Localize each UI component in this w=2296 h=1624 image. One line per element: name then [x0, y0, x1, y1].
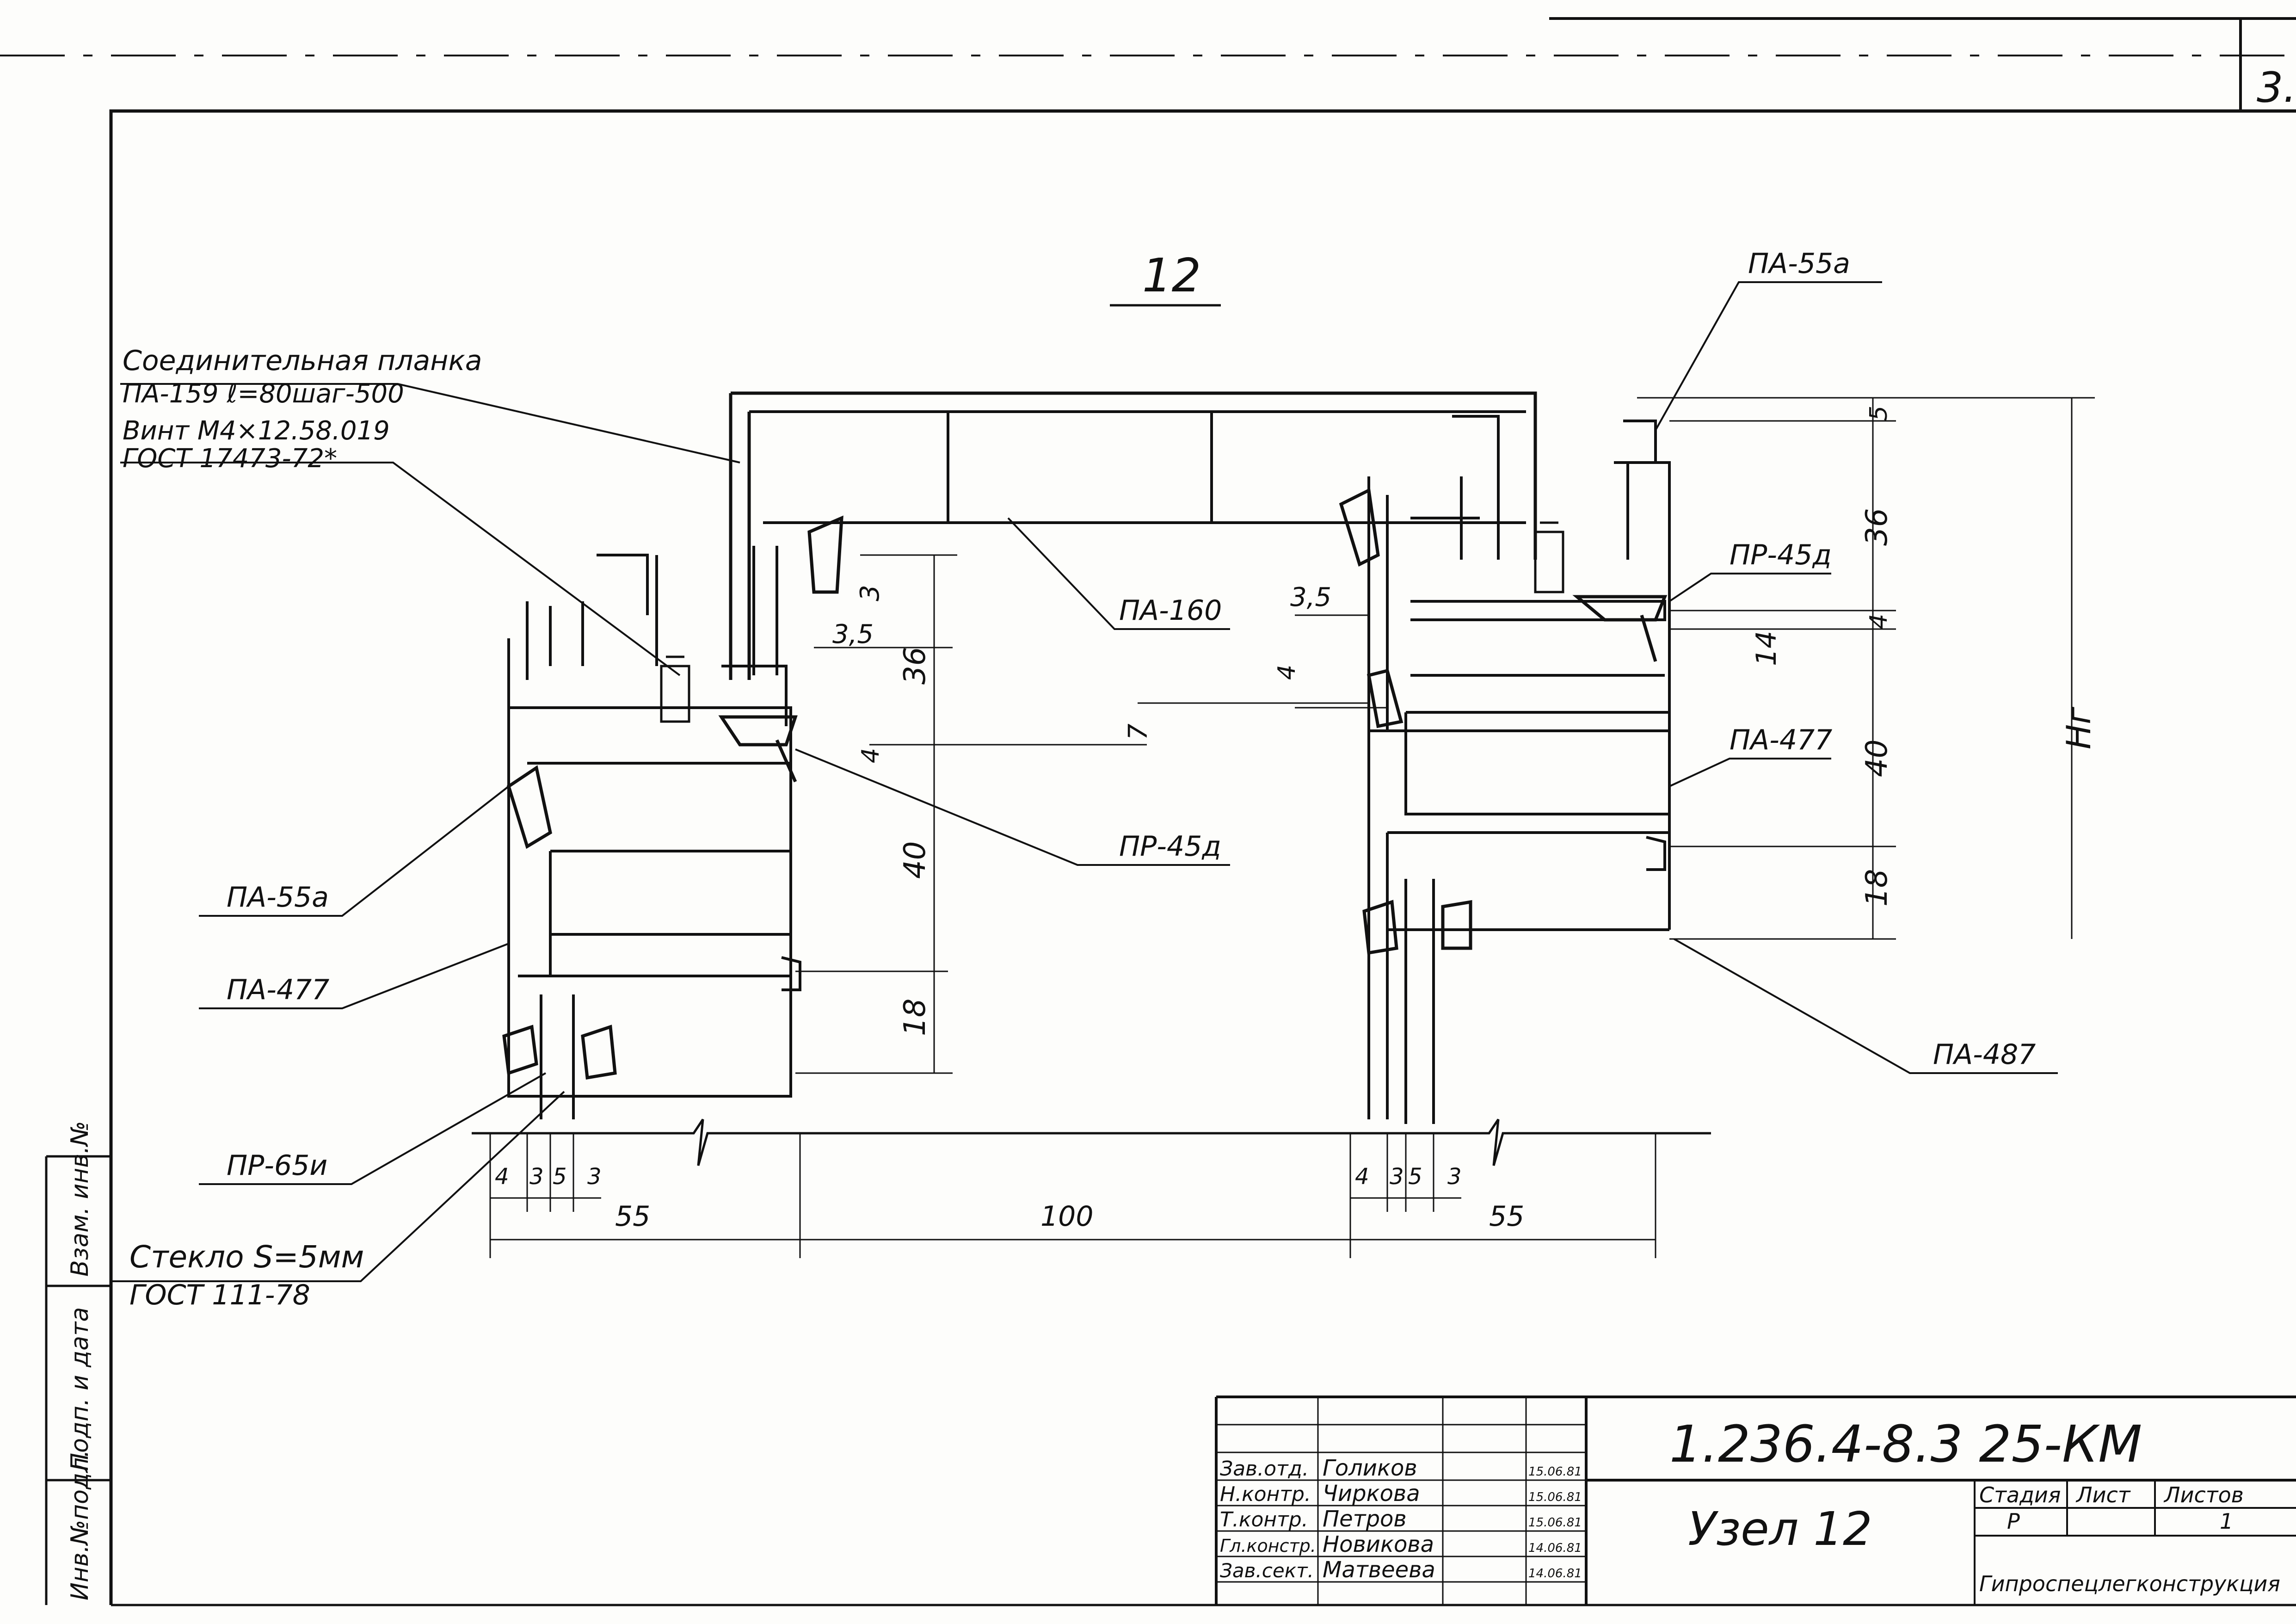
drawing-name: Узел 12: [1688, 1502, 1872, 1556]
leader-lines: [111, 281, 2058, 1282]
row-date-1: 15.06.81: [1528, 1465, 1582, 1479]
label-pa55a-right: ПА-55а: [1748, 247, 1850, 280]
sheet-corner-label: 3.: [2257, 63, 2296, 112]
dim-55-left: 55: [615, 1200, 650, 1233]
sheets-header: Листов: [2163, 1482, 2244, 1507]
row-name-1: Голиков: [1323, 1455, 1417, 1481]
row-role-5: Зав.сект.: [1220, 1559, 1314, 1582]
break-line: [472, 1118, 1711, 1166]
row-name-2: Чиркова: [1323, 1481, 1420, 1507]
dim-18-left: 18: [898, 999, 932, 1036]
label-plate-2: ПА-159 ℓ=80шаг-500: [123, 379, 404, 409]
row-date-4: 14.06.81: [1528, 1541, 1582, 1555]
dim-7: 7: [1123, 723, 1153, 740]
row-name-4: Новикова: [1323, 1531, 1434, 1557]
profile-left: [502, 391, 1537, 1119]
dim-40-right: 40: [1860, 740, 1894, 777]
label-screw-2: ГОСТ 17473-72*: [123, 444, 337, 474]
row-role-4: Гл.констр.: [1220, 1536, 1316, 1556]
drawing-title: 12: [1142, 248, 1201, 303]
row-name-5: Матвеева: [1323, 1557, 1435, 1583]
row-date-2: 15.06.81: [1528, 1490, 1582, 1504]
dim-hg: Нг: [2059, 706, 2098, 749]
label-pa487: ПА-487: [1933, 1038, 2036, 1071]
stage-value: Р: [2007, 1509, 2020, 1534]
label-plate-1: Соединительная планка: [123, 345, 482, 377]
dim-4-right: 4: [1865, 614, 1893, 629]
label-pr65i: ПР-65и: [227, 1149, 327, 1182]
dimension-lines: [489, 397, 2095, 1258]
dim-br-3: 3: [1390, 1164, 1404, 1190]
row-role-1: Зав.отд.: [1220, 1457, 1309, 1481]
dim-3-5-right: 3,5: [1290, 582, 1331, 612]
dimension-labels: 3 3,5 36 4 7 40 18 3,5 4 5 36 4 14 40 18…: [495, 406, 2098, 1233]
label-pa55a-left: ПА-55а: [227, 881, 329, 914]
dim-bl-3b: 3: [587, 1164, 602, 1190]
dim-br-3b: 3: [1447, 1164, 1462, 1190]
drawing-code: 1.236.4-8.3 25-КМ: [1669, 1414, 2142, 1474]
dim-14: 14: [1750, 631, 1783, 666]
label-pa160: ПА-160: [1119, 594, 1222, 627]
sheets-value: 1: [2220, 1509, 2233, 1534]
strip-label-vzam: Взам. инв.№: [66, 1121, 94, 1277]
dim-bl-3: 3: [529, 1164, 544, 1190]
sheet-header: Лист: [2075, 1482, 2131, 1507]
profile-right: [1339, 415, 1671, 1124]
dim-bl-4: 4: [495, 1164, 509, 1190]
label-glass-2: ГОСТ 111-78: [129, 1279, 310, 1311]
label-glass-1: Стекло S=5мм: [129, 1239, 364, 1275]
label-screw-1: Винт М4×12.58.019: [123, 416, 390, 446]
dim-br-5: 5: [1408, 1164, 1422, 1190]
label-pa477-right: ПА-477: [1730, 724, 1832, 756]
stage-header: Стадия: [1979, 1482, 2061, 1507]
row-name-3: Петров: [1323, 1506, 1407, 1532]
dim-4-mid: 4: [1273, 665, 1301, 680]
title-block: Зав.отд. Голиков 15.06.81 Н.контр. Чирко…: [1215, 1396, 2296, 1605]
dim-5: 5: [1865, 406, 1893, 421]
dim-40-left: 40: [898, 841, 932, 879]
label-pr45d-left: ПР-45д: [1119, 830, 1221, 863]
dim-3-5-left: 3,5: [832, 619, 874, 649]
leader-labels: Соединительная планка ПА-159 ℓ=80шаг-500…: [123, 247, 2036, 1311]
dim-br-4: 4: [1355, 1164, 1369, 1190]
row-role-2: Н.контр.: [1220, 1482, 1311, 1506]
dim-100: 100: [1040, 1200, 1094, 1233]
row-role-3: Т.контр.: [1220, 1508, 1308, 1531]
strip-label-inv: Инв.№подл.: [66, 1450, 94, 1600]
dim-36-right: 36: [1860, 508, 1894, 546]
label-pr45d-right: ПР-45д: [1730, 539, 1832, 571]
row-date-3: 15.06.81: [1528, 1516, 1582, 1530]
dim-3: 3: [855, 585, 885, 601]
dim-4-left: 4: [857, 748, 885, 763]
side-strip: Инв.№подл. Подп. и дата Взам. инв.№: [45, 1121, 111, 1605]
dim-55-right: 55: [1489, 1200, 1524, 1233]
row-date-5: 14.06.81: [1528, 1567, 1582, 1581]
dim-bl-5: 5: [553, 1164, 567, 1190]
organization: Гипроспецлегконструкция: [1979, 1571, 2280, 1596]
dim-18-right: 18: [1860, 869, 1894, 907]
label-pa477-left: ПА-477: [227, 974, 329, 1006]
dim-36-left: 36: [898, 647, 932, 685]
strip-label-sign: Подп. и дата: [66, 1307, 94, 1471]
frame-border: [109, 109, 2296, 1605]
